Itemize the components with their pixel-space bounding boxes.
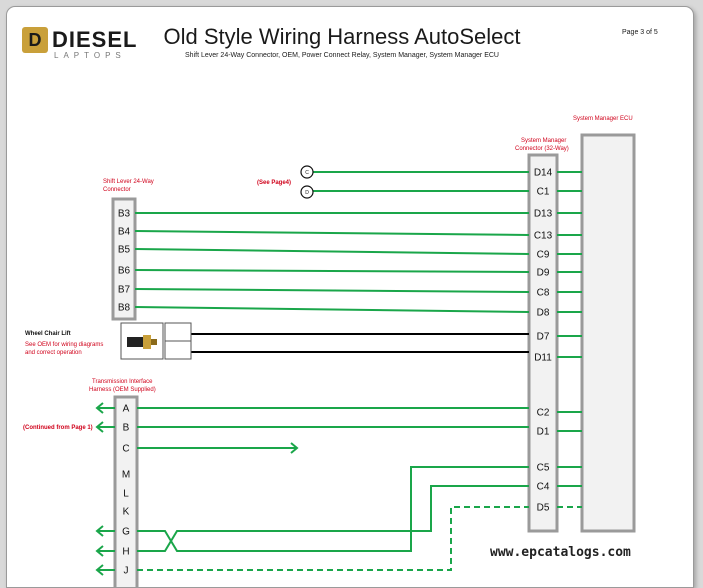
- sm-pin-c2: C2: [537, 408, 550, 419]
- tih-label-2: Harness (OEM Supplied): [89, 387, 156, 393]
- scrollbar-track[interactable]: [694, 0, 703, 571]
- shift-lever-label-1: Shift Lever 24-Way: [103, 179, 154, 185]
- continued-label: (Continued from Page 1): [23, 425, 93, 431]
- wire-shift-b4: [134, 230, 530, 236]
- sm-pin-d11: D11: [534, 353, 552, 364]
- logo-sub: LAPTOPS: [54, 51, 126, 60]
- sm-pin-d13: D13: [534, 209, 553, 220]
- shift-pin-b5: B5: [118, 245, 131, 256]
- connector-d-circle: [300, 185, 314, 199]
- wire-shift-b6: [134, 269, 530, 273]
- tih-connector-box: [113, 395, 139, 587]
- document-page: D DIESEL LAPTOPS Old Style Wiring Harnes…: [6, 6, 694, 588]
- wire-shift-b8: [134, 306, 530, 313]
- shift-pin-b8: B8: [118, 303, 131, 314]
- page-title: Old Style Wiring Harness AutoSelect: [163, 24, 521, 49]
- sm-pin-d7: D7: [537, 332, 550, 343]
- wcl-plug-body: [127, 337, 143, 347]
- shift-lever-connector-box: [111, 197, 137, 321]
- wire-shift-b7: [134, 288, 530, 293]
- sm-connector-box: [527, 153, 559, 533]
- sm-connector-label-2: Connector (32-Way): [515, 146, 569, 152]
- tih-pin-a: A: [123, 404, 130, 415]
- page-number: Page 3 of 5: [622, 29, 658, 36]
- wire-tih-g-c4: [137, 485, 529, 552]
- ecu-label: System Manager ECU: [573, 116, 633, 122]
- oem-note-2: and correct operation: [25, 350, 82, 356]
- wire-shift-b5: [134, 248, 530, 255]
- shift-lever-label-2: Connector: [103, 187, 131, 193]
- wire-tih-j-d5: [137, 506, 529, 571]
- tih-pin-l: L: [123, 489, 129, 500]
- tih-label-1: Transmission Interface: [92, 379, 153, 385]
- logo-badge: D: [22, 27, 48, 53]
- wcl-plug-collar: [143, 335, 151, 349]
- sm-pin-c8: C8: [537, 288, 550, 299]
- oem-note-1: See OEM for wiring diagrams: [25, 342, 104, 348]
- shift-pin-b7: B7: [118, 285, 131, 296]
- tih-pin-b: B: [123, 423, 130, 434]
- sm-pin-d1: D1: [537, 427, 550, 438]
- arrow-tih-c: [290, 442, 299, 454]
- shift-pin-b3: B3: [118, 209, 131, 220]
- tih-pin-k: K: [123, 507, 130, 518]
- sm-pin-c13: C13: [534, 231, 553, 242]
- sm-pin-c9: C9: [537, 250, 550, 261]
- wheel-chair-lift-label: Wheel Chair Lift: [25, 331, 71, 337]
- sm-pin-c1: C1: [537, 187, 550, 198]
- ecu-box: [580, 133, 636, 533]
- shift-pin-b6: B6: [118, 266, 131, 277]
- tih-pin-c: C: [122, 444, 129, 455]
- tih-pin-g: G: [122, 527, 130, 538]
- sm-pin-d5: D5: [537, 503, 550, 514]
- tih-pin-m: M: [122, 470, 130, 481]
- shift-pin-b4: B4: [118, 227, 131, 238]
- watermark: www.epcatalogs.com: [490, 545, 631, 560]
- see-page4-label: (See Page4): [257, 180, 292, 186]
- connector-c-circle: [300, 165, 314, 179]
- tih-pin-h: H: [122, 547, 129, 558]
- sm-pin-c4: C4: [537, 482, 550, 493]
- sm-pin-d14: D14: [534, 168, 553, 179]
- diesel-laptops-logo: D DIESEL LAPTOPS: [22, 27, 142, 67]
- sm-pin-d8: D8: [537, 308, 550, 319]
- page-subtitle: Shift Lever 24-Way Connector, OEM, Power…: [185, 52, 499, 59]
- sm-connector-label-1: System Manager: [521, 138, 567, 144]
- sm-pin-d9: D9: [537, 268, 550, 279]
- connector-c-label: C: [305, 170, 309, 176]
- sm-pin-c5: C5: [537, 463, 550, 474]
- wire-tih-h-c5: [137, 466, 529, 552]
- connector-d-label: D: [305, 190, 309, 196]
- wcl-plug-tip: [151, 339, 157, 345]
- tih-pin-j: J: [124, 566, 129, 577]
- logo-word: DIESEL: [52, 27, 138, 52]
